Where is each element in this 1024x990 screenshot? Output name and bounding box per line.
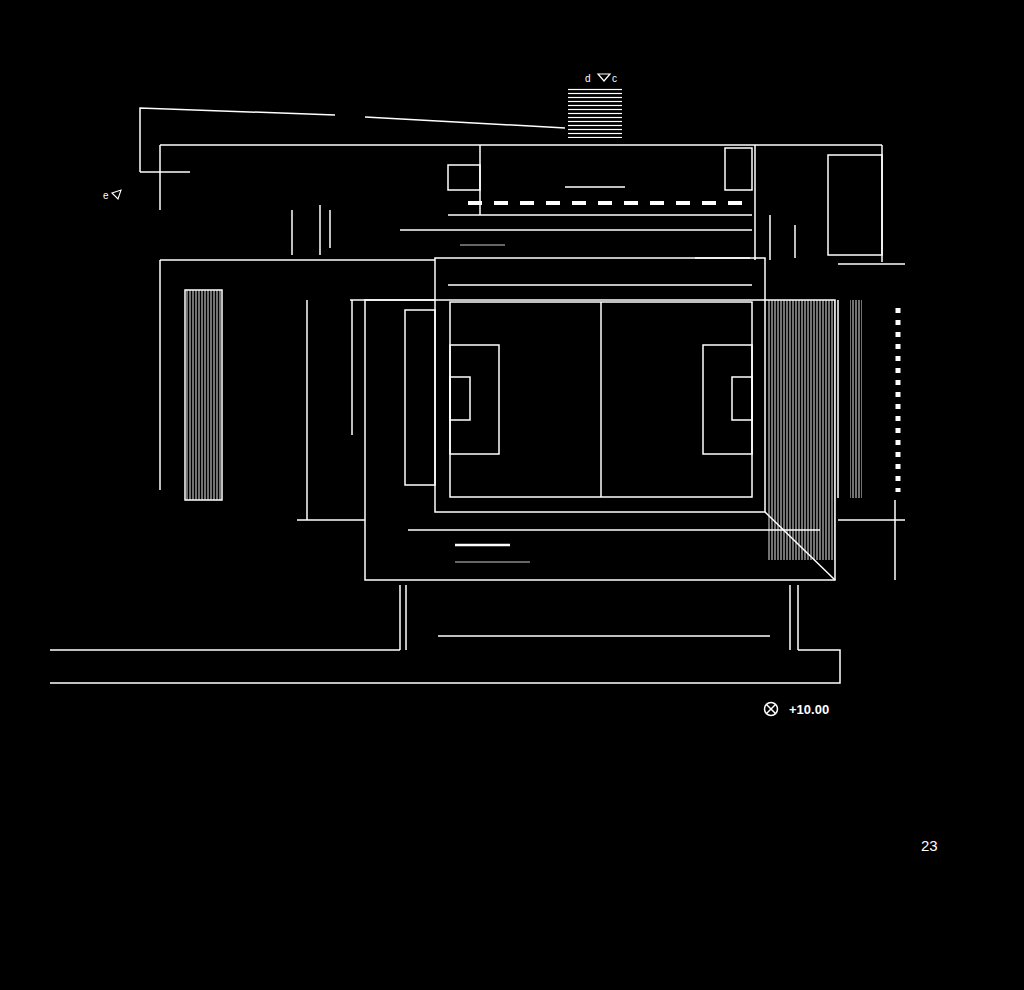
page-number: 23	[921, 838, 938, 853]
section-letter: c	[612, 74, 617, 84]
level-dimension: +10.00	[789, 703, 829, 716]
section-letter: e	[103, 191, 109, 201]
section-letter: d	[585, 74, 591, 84]
